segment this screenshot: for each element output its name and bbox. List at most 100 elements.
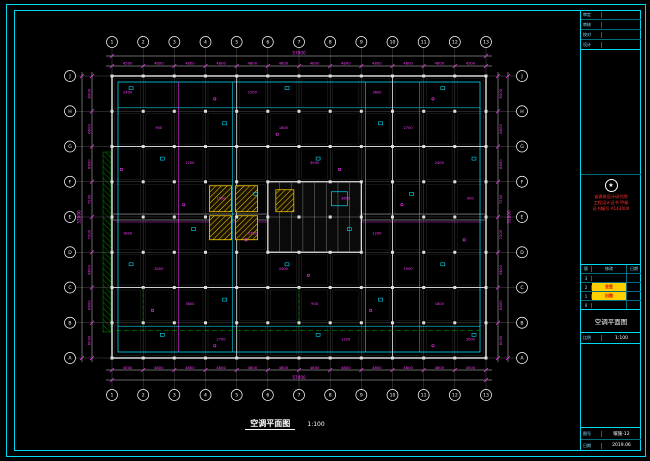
svg-text:13: 13 [483, 40, 489, 46]
svg-text:4800: 4800 [434, 365, 444, 370]
stamp-area: ★ 省建筑设计研究院工程设计证书 甲级证书编号 A143000 [581, 175, 641, 214]
svg-text:D: D [68, 250, 72, 256]
caption-scale: 1:100 [307, 421, 325, 428]
svg-text:4800: 4800 [372, 365, 382, 370]
svg-text:6000: 6000 [87, 88, 92, 98]
svg-text:7200: 7200 [498, 229, 503, 239]
svg-text:10: 10 [390, 393, 396, 399]
floor-plan-viewport: 2400 1500 3600 900 1800 2700 1200 3000 2400 1500 3… [16, 12, 576, 432]
svg-text:A: A [68, 356, 72, 362]
caption-title: 空调平面图 [245, 419, 296, 430]
title-block-spacer [581, 344, 641, 427]
svg-text:4800: 4800 [154, 365, 164, 370]
svg-text:4800: 4800 [434, 61, 444, 66]
svg-text:5: 5 [235, 40, 238, 46]
svg-text:H: H [520, 109, 523, 115]
svg-text:1200: 1200 [372, 232, 382, 236]
svg-text:52800: 52800 [77, 210, 82, 224]
svg-text:4500: 4500 [466, 365, 476, 370]
svg-text:900: 900 [311, 302, 319, 306]
svg-text:3600: 3600 [185, 302, 195, 306]
svg-text:6600: 6600 [87, 300, 92, 310]
svg-text:11: 11 [421, 40, 427, 46]
scale-label: 比例 [581, 335, 602, 342]
svg-text:1: 1 [111, 393, 114, 399]
title-block-spacer [581, 215, 641, 266]
svg-text:4800: 4800 [279, 365, 289, 370]
svg-text:1800: 1800 [123, 232, 133, 236]
svg-text:4500: 4500 [123, 61, 133, 66]
svg-text:C: C [520, 285, 523, 291]
svg-text:4800: 4800 [403, 61, 413, 66]
svg-text:3000: 3000 [466, 337, 476, 341]
svg-text:11: 11 [421, 393, 427, 399]
svg-text:7200: 7200 [498, 194, 503, 204]
svg-text:900: 900 [467, 196, 475, 200]
scale-value: 1:100 [615, 335, 628, 341]
svg-text:6600: 6600 [498, 123, 503, 133]
svg-text:E: E [69, 215, 72, 221]
svg-text:4800: 4800 [310, 61, 320, 66]
svg-text:1500: 1500 [248, 91, 258, 95]
title-block-top-fields: 审定审核校对设计 [581, 10, 641, 50]
drawing-caption: 空调平面图 1:100 [170, 411, 400, 430]
svg-text:3000: 3000 [310, 161, 320, 165]
svg-text:C: C [68, 285, 71, 291]
svg-text:6: 6 [266, 393, 269, 399]
svg-text:H: H [68, 109, 71, 115]
svg-text:2700: 2700 [404, 126, 414, 130]
svg-text:4800: 4800 [154, 61, 164, 66]
svg-text:3600: 3600 [341, 196, 351, 200]
svg-text:57000: 57000 [292, 375, 306, 380]
svg-text:6600: 6600 [498, 159, 503, 169]
title-field: 设计 [581, 40, 641, 49]
svg-text:4800: 4800 [247, 365, 257, 370]
svg-text:52800: 52800 [507, 210, 512, 224]
svg-text:6600: 6600 [87, 264, 92, 274]
svg-text:E: E [521, 215, 524, 221]
svg-text:4800: 4800 [403, 365, 413, 370]
svg-text:4: 4 [204, 40, 207, 46]
svg-text:2700: 2700 [217, 337, 227, 341]
svg-text:9: 9 [360, 40, 363, 46]
svg-text:2: 2 [142, 393, 145, 399]
svg-text:6600: 6600 [498, 300, 503, 310]
svg-text:1800: 1800 [279, 126, 289, 130]
svg-text:2400: 2400 [435, 161, 445, 165]
svg-text:4800: 4800 [216, 61, 226, 66]
revision-header: 版修改日期 [581, 265, 641, 275]
svg-text:3600: 3600 [372, 91, 382, 95]
title-block: 审定审核校对设计 ★ 省建筑设计研究院工程设计证书 甲级证书编号 A143000… [580, 10, 641, 451]
revision-row: 0 [581, 301, 641, 310]
revision-row: 3 [581, 274, 641, 284]
svg-text:1500: 1500 [404, 267, 414, 271]
svg-text:J: J [68, 74, 70, 80]
svg-text:2400: 2400 [279, 267, 289, 271]
svg-text:2700: 2700 [248, 232, 258, 236]
svg-text:6000: 6000 [87, 335, 92, 345]
svg-text:4800: 4800 [279, 61, 289, 66]
stamp-line: 证书编号 A143000 [592, 205, 630, 211]
svg-text:9: 9 [360, 393, 363, 399]
svg-text:900: 900 [155, 126, 163, 130]
svg-text:10: 10 [390, 40, 396, 46]
stamp-line: 省建筑设计研究院 [594, 194, 628, 200]
svg-text:6000: 6000 [498, 88, 503, 98]
svg-text:1: 1 [111, 40, 114, 46]
svg-text:12: 12 [452, 393, 458, 399]
title-field: 审定 [581, 10, 641, 20]
svg-text:4: 4 [204, 393, 207, 399]
svg-text:1500: 1500 [217, 196, 227, 200]
svg-text:12: 12 [452, 40, 458, 46]
svg-text:8: 8 [329, 40, 332, 46]
svg-text:6600: 6600 [498, 264, 503, 274]
title-field: 审核 [581, 20, 641, 30]
svg-text:6: 6 [266, 40, 269, 46]
svg-text:5: 5 [235, 393, 238, 399]
svg-text:4800: 4800 [247, 61, 257, 66]
svg-text:7: 7 [298, 393, 301, 399]
svg-text:4800: 4800 [310, 365, 320, 370]
